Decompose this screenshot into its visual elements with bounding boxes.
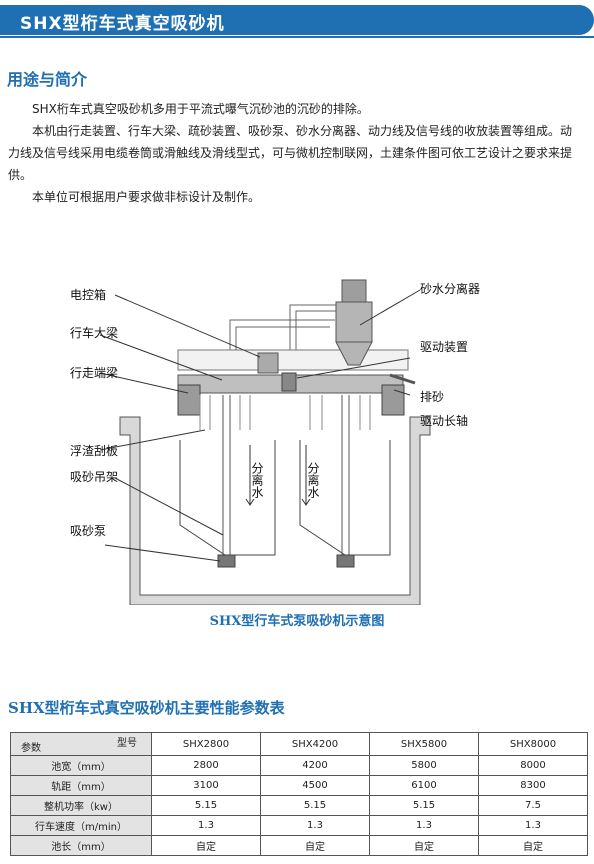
label-sep-water-2: 分离水 [306,462,320,498]
label-control-box: 电控箱 [70,287,106,302]
label-hanger: 吸砂吊架 [70,470,118,484]
row-label: 行车速度（m/min） [10,815,152,836]
label-shaft: 驱动长轴 [420,413,468,428]
table-cell: 1.3 [478,815,588,836]
spec-table: 型号 参数 SHX2800 SHX4200 SHX5800 SHX8000 池宽… [10,732,588,856]
table-cell: 1.3 [151,815,261,836]
label-discharge: 排砂 [420,390,444,404]
corner-param-label: 参数 [21,743,41,754]
row-label: 池宽（mm） [10,755,152,776]
table-cell: 1.3 [260,815,370,836]
table-cell: 自定 [369,835,479,856]
model-header: SHX4200 [260,732,370,756]
table-cell: 8000 [478,755,588,776]
table-row: 行车速度（m/min） 1.3 1.3 1.3 1.3 [10,815,588,836]
page-title: SHX型桁车式真空吸砂机 [20,14,225,34]
row-label: 整机功率（kw） [10,795,152,816]
table-row: 池长（mm） 自定 自定 自定 自定 [10,835,588,856]
table-row: 整机功率（kw） 5.15 5.15 5.15 7.5 [10,795,588,816]
header-bar [0,5,594,35]
label-girder: 行车大梁 [70,325,118,340]
table-row: 池宽（mm） 2800 4200 5800 8000 [10,755,588,776]
table-cell: 5.15 [369,795,479,816]
label-drive: 驱动装置 [420,340,468,354]
page-header: SHX型桁车式真空吸砂机 [0,0,594,38]
header-rule [0,36,594,38]
table-cell: 5800 [369,755,479,776]
table-cell: 6100 [369,775,479,796]
table-cell: 3100 [151,775,261,796]
diagram-caption: SHX型行车式泵吸砂机示意图 [209,614,385,629]
label-sep-water-1: 分离水 [250,462,264,498]
corner-model-label: 型号 [117,738,137,749]
intro-paragraph-2: 本机由行走装置、行车大梁、疏砂装置、吸砂泵、砂水分离器、动力线及信号线的收放装置… [8,124,573,182]
table-cell: 4200 [260,755,370,776]
table-cell: 5.15 [151,795,261,816]
section-title-intro: 用途与简介 [7,70,88,89]
row-label: 轨距（mm） [10,775,152,796]
label-pump: 吸砂泵 [70,524,106,538]
model-header: SHX2800 [151,732,261,756]
model-header: SHX8000 [478,732,588,756]
table-row: 轨距（mm） 3100 4500 6100 8300 [10,775,588,796]
machine-diagram: 电控箱 行车大梁 行走端梁 浮渣刮板 吸砂吊架 吸砂泵 砂水分离器 驱动装置 排… [70,279,480,605]
intro-paragraph-3: 本单位可根据用户要求做非标设计及制作。 [32,190,261,204]
table-cell: 4500 [260,775,370,796]
table-cell: 自定 [151,835,261,856]
row-label: 池长（mm） [10,835,152,856]
table-header-row: 型号 参数 SHX2800 SHX4200 SHX5800 SHX8000 [10,732,588,756]
model-header: SHX5800 [369,732,479,756]
table-cell: 自定 [260,835,370,856]
table-cell: 5.15 [260,795,370,816]
table-title: SHX型桁车式真空吸砂机主要性能参数表 [8,699,285,717]
table-cell: 2800 [151,755,261,776]
table-cell: 自定 [478,835,588,856]
label-separator: 砂水分离器 [420,281,480,296]
intro-paragraph-1: SHX桁车式真空吸砂机多用于平流式曝气沉砂池的沉砂的排除。 [32,102,369,116]
table-corner-cell: 型号 参数 [10,732,152,756]
label-end-beam: 行走端梁 [70,365,118,380]
table-cell: 1.3 [369,815,479,836]
label-skimmer: 浮渣刮板 [70,444,118,458]
table-cell: 8300 [478,775,588,796]
table-cell: 7.5 [478,795,588,816]
